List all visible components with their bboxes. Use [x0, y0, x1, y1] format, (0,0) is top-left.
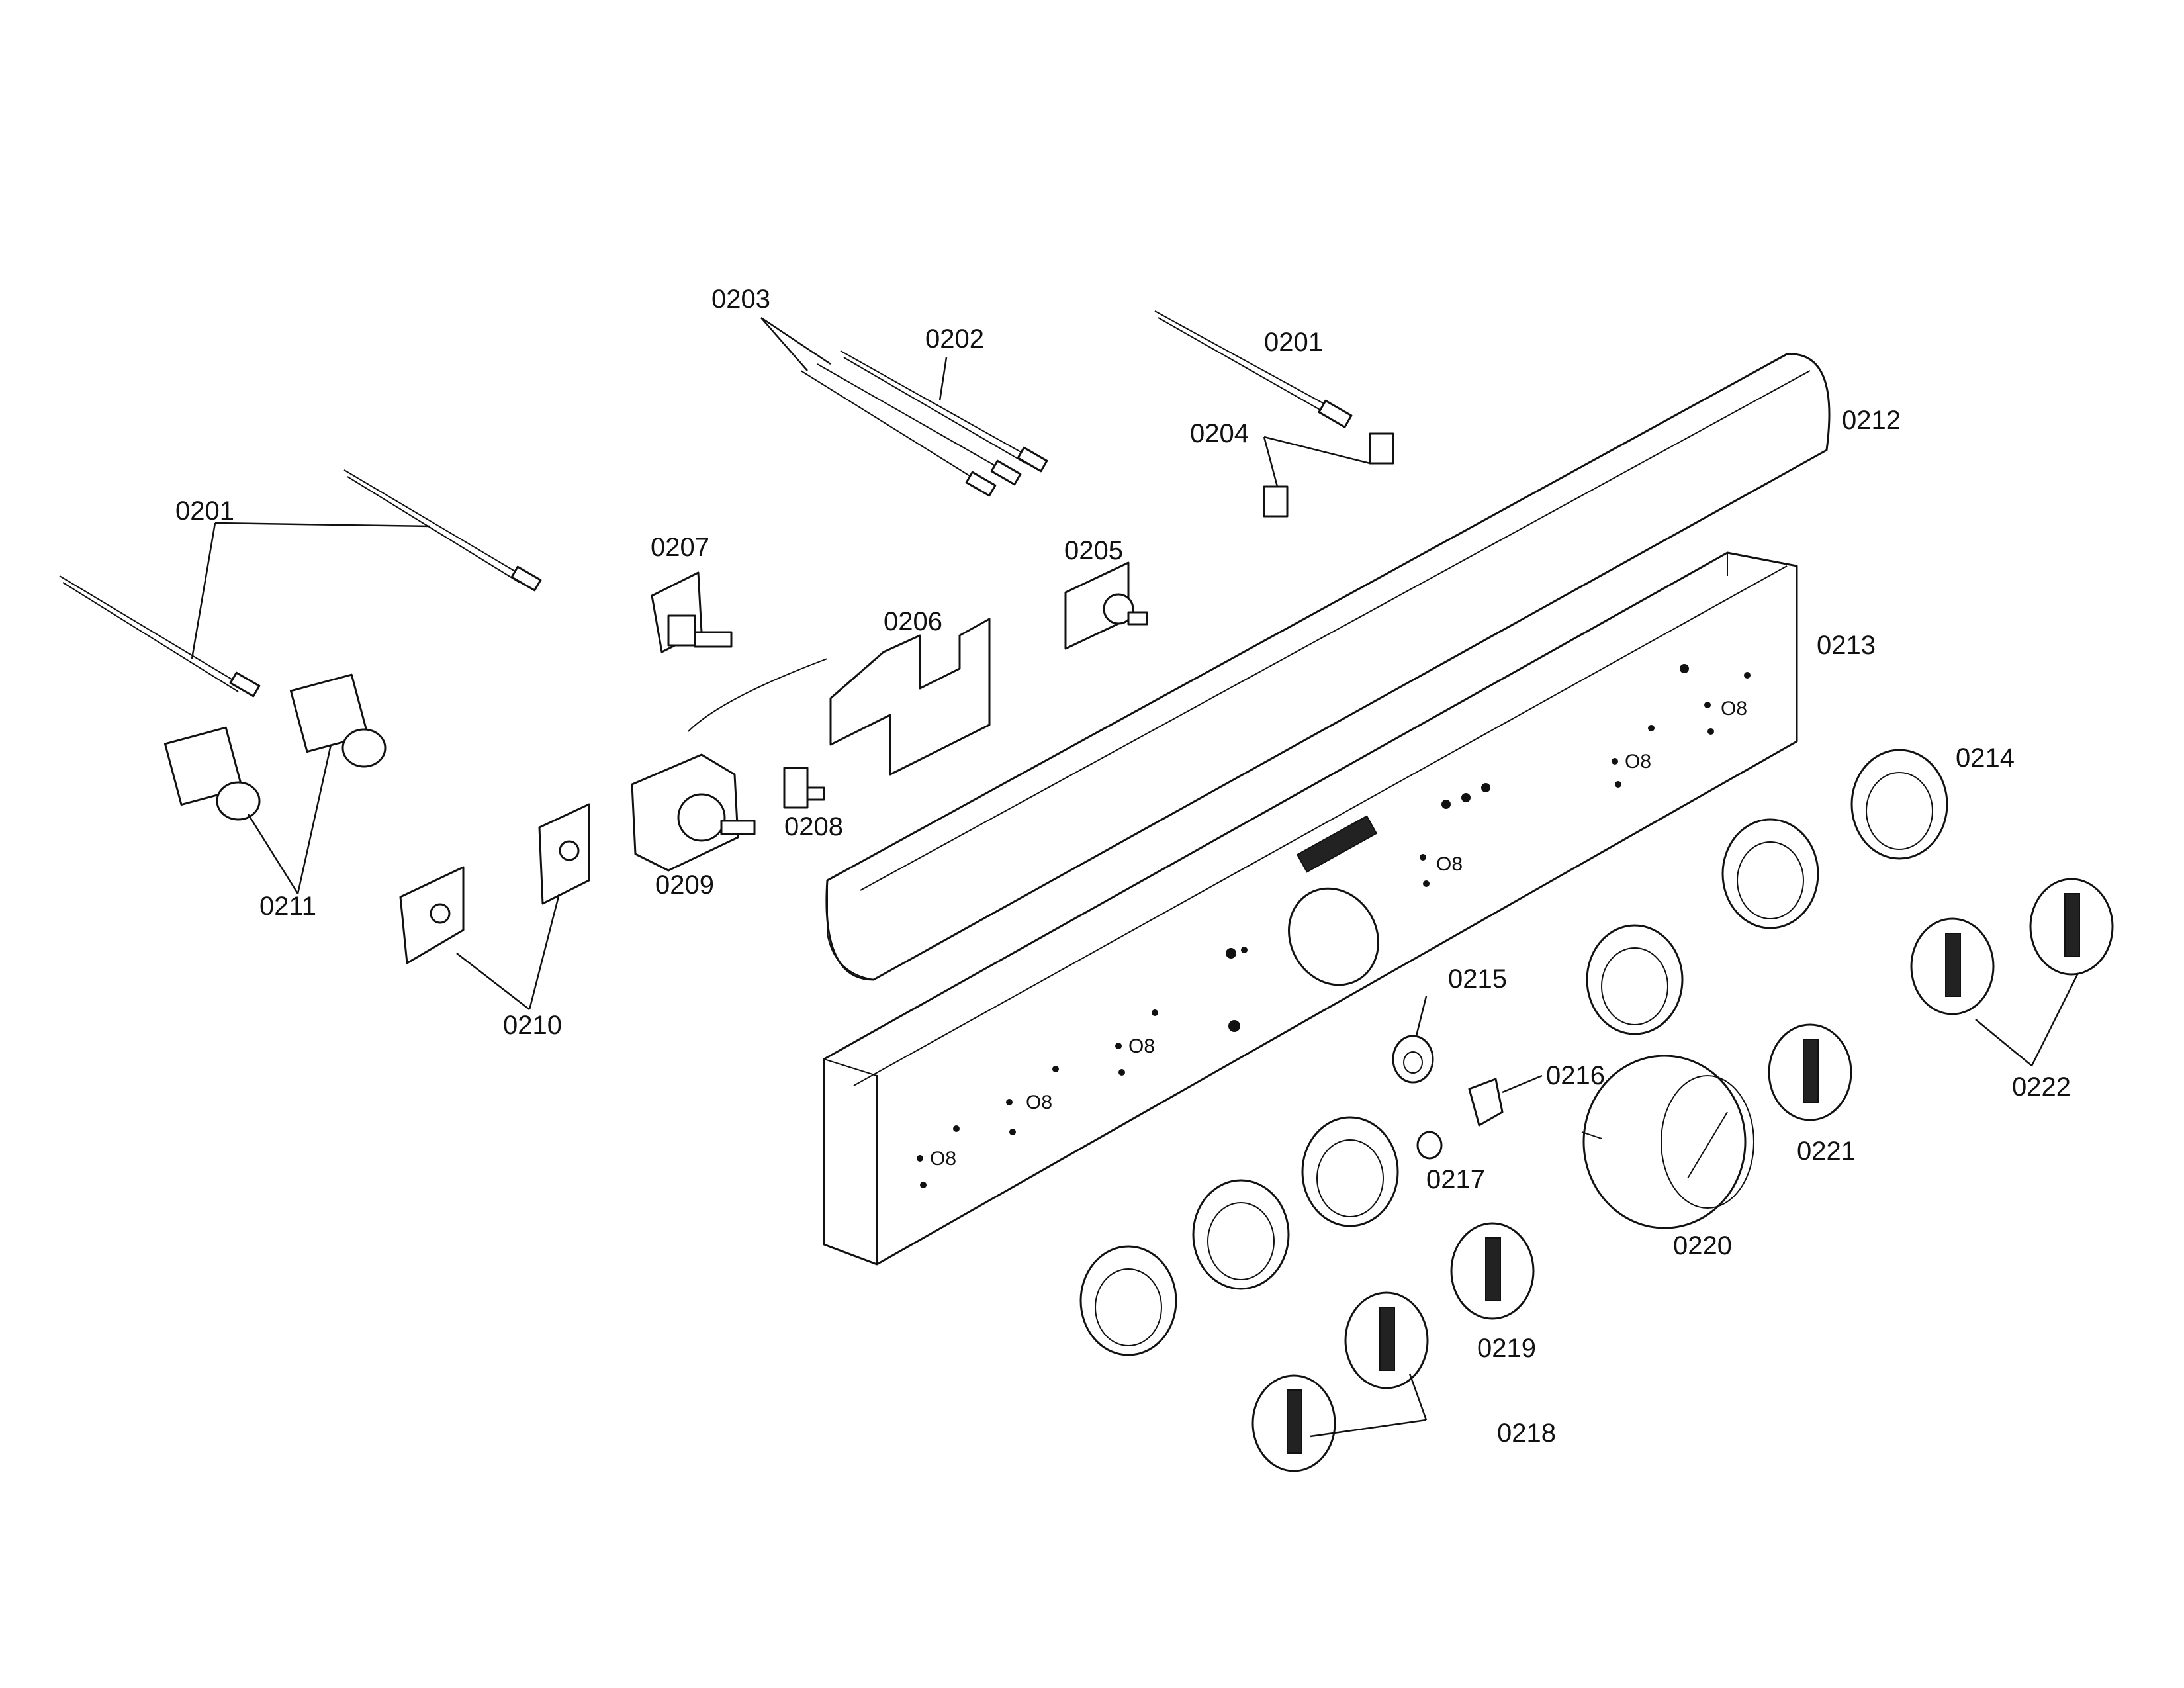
- label-0201-left: 0201: [175, 496, 234, 526]
- panel-mounting-holes: O8 O8 O8 O8 O8 O8: [917, 664, 1751, 1188]
- svg-text:O8: O8: [1128, 1035, 1155, 1057]
- part-0217-bushing: [1416, 1131, 1443, 1160]
- label-0210: 0210: [503, 1011, 562, 1040]
- part-0206-bracket: [829, 618, 991, 776]
- label-0222: 0222: [2012, 1072, 2071, 1102]
- part-0201-probe-right: [1154, 310, 1353, 428]
- svg-text:O8: O8: [1436, 853, 1463, 875]
- label-0204: 0204: [1190, 419, 1249, 448]
- label-0203: 0203: [711, 285, 770, 314]
- part-0205-selector-switch: [1064, 561, 1148, 650]
- part-0220-temperature-gauge: [1581, 1055, 1754, 1229]
- label-0207: 0207: [651, 533, 709, 562]
- label-0213: 0213: [1817, 631, 1876, 660]
- svg-text:O8: O8: [1026, 1092, 1052, 1113]
- part-0211-valves: [163, 673, 387, 821]
- brand-badge: [1296, 815, 1378, 873]
- svg-text:O8: O8: [930, 1148, 956, 1170]
- label-0212: 0212: [1842, 406, 1901, 435]
- part-0213-control-panel: O8 O8 O8 O8 O8 O8: [823, 551, 1798, 1266]
- panel-gauge-opening: [1288, 887, 1379, 986]
- label-0217: 0217: [1426, 1165, 1485, 1194]
- leader-lines: [191, 316, 2079, 1438]
- label-0219: 0219: [1477, 1334, 1536, 1363]
- label-0211: 0211: [259, 892, 316, 921]
- lever-knob-set: [1251, 878, 2114, 1472]
- label-0221: 0221: [1797, 1137, 1856, 1166]
- part-0202-0203-probes: [800, 350, 1048, 497]
- part-0215-bezel: [1392, 1035, 1434, 1084]
- part-0207-rotary-switch: [651, 571, 733, 653]
- label-0201-right: 0201: [1264, 328, 1323, 357]
- part-0204-micro-switches: [1263, 432, 1394, 518]
- label-0216: 0216: [1546, 1061, 1605, 1090]
- part-0201-probes-left: [59, 469, 542, 698]
- svg-text:O8: O8: [1721, 698, 1747, 720]
- label-0209: 0209: [655, 870, 714, 900]
- part-0208-toggle-switch: [783, 767, 825, 809]
- svg-text:O8: O8: [1625, 751, 1651, 773]
- part-number-labels: 0201 0203 0202 0201 0204 0212 0207 0205 …: [175, 285, 2071, 1448]
- part-0209-thermostat: [631, 658, 828, 872]
- label-0202: 0202: [925, 324, 984, 353]
- part-0212-top-trim: [825, 353, 1831, 981]
- label-0218: 0218: [1497, 1419, 1556, 1448]
- label-0205: 0205: [1064, 536, 1123, 565]
- label-0206: 0206: [884, 607, 942, 636]
- part-0216-clip: [1468, 1078, 1504, 1127]
- label-0214: 0214: [1956, 743, 2015, 773]
- label-0220: 0220: [1673, 1231, 1732, 1260]
- part-0210-boards: [399, 803, 590, 964]
- label-0208: 0208: [784, 812, 843, 841]
- label-0215: 0215: [1448, 964, 1507, 994]
- ring-knob-set: [1079, 749, 1948, 1356]
